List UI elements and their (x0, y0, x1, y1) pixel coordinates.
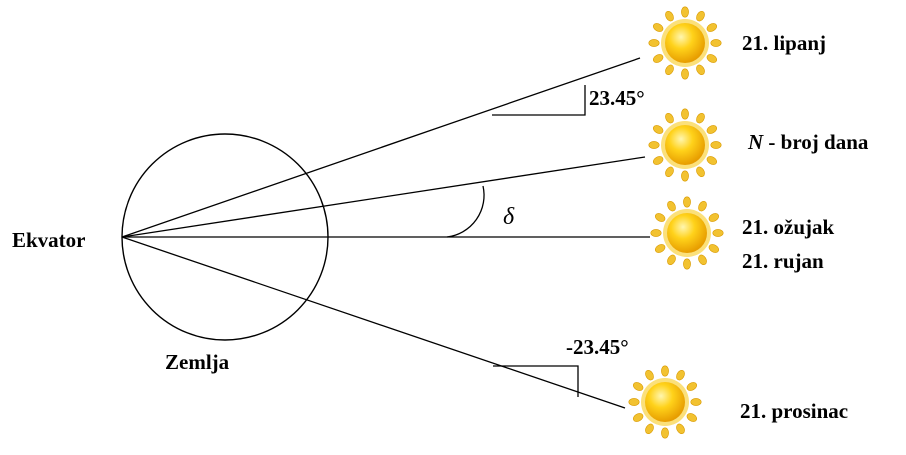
angle-triangle-neg (493, 365, 579, 397)
sun-ray (686, 382, 697, 391)
sun-ray (650, 229, 662, 237)
angle-triangle-pos (492, 85, 586, 116)
sun-ray (681, 108, 689, 120)
angle-neg-label: -23.45° (566, 335, 629, 359)
delta-arc (446, 185, 485, 238)
sun-icon (650, 196, 724, 270)
sun-ray (683, 196, 691, 208)
sun-ray (645, 370, 654, 381)
sun-ray (698, 254, 707, 265)
sun-ray (698, 201, 707, 212)
sun-ray (683, 258, 691, 270)
sun-ray (710, 141, 722, 149)
sun-ray (667, 254, 676, 265)
sun-ray (706, 125, 717, 134)
ray-n-days (121, 156, 646, 238)
march-label: 21. ožujak (742, 215, 835, 239)
day-symbol: N (748, 130, 764, 154)
sun-ray (696, 113, 705, 124)
sun-ray (655, 213, 666, 222)
sun-ray (653, 54, 664, 63)
sun-ray (653, 156, 664, 165)
sun-ray (681, 68, 689, 80)
sun-ray (690, 398, 702, 406)
sun-icon (648, 6, 722, 80)
december-label: 21. prosinac (740, 399, 849, 423)
sun-ray (633, 413, 644, 422)
sun-icon (628, 365, 702, 439)
sun-ray (706, 54, 717, 63)
sun-ray (645, 423, 654, 434)
sun-core (665, 125, 705, 165)
sun-ray (706, 23, 717, 32)
angle-pos-label: 23.45° (589, 86, 645, 110)
sun-ray (661, 365, 669, 377)
sun-ray (655, 244, 666, 253)
sun-ray (712, 229, 724, 237)
sun-ray (681, 6, 689, 18)
earth-label: Zemlja (165, 350, 230, 374)
sun-ray (665, 64, 674, 75)
n-days-label: N - broj dana (748, 132, 868, 153)
sun-core (667, 213, 707, 253)
day-text: - broj dana (763, 130, 869, 154)
sun-ray (648, 39, 660, 47)
sun-ray (665, 166, 674, 177)
sun-ray (696, 64, 705, 75)
sun-ray (708, 244, 719, 253)
september-label: 21. rujan (742, 249, 824, 273)
ray-june (121, 57, 641, 238)
ray-december (121, 236, 626, 409)
sun-ray (653, 23, 664, 32)
sun-ray (696, 166, 705, 177)
sun-ray (706, 156, 717, 165)
sun-ray (667, 201, 676, 212)
sun-core (665, 23, 705, 63)
sun-ray (661, 427, 669, 439)
sun-core (645, 382, 685, 422)
sun-ray (686, 413, 697, 422)
june-label: 21. lipanj (742, 31, 827, 55)
sun-ray (708, 213, 719, 222)
equator-label: Ekvator (12, 228, 86, 252)
delta-symbol: δ (503, 204, 515, 230)
sun-ray (653, 125, 664, 134)
sun-ray (710, 39, 722, 47)
sun-ray (628, 398, 640, 406)
sun-ray (665, 113, 674, 124)
sun-icon (648, 108, 722, 182)
sun-ray (676, 423, 685, 434)
sun-ray (696, 11, 705, 22)
sun-ray (665, 11, 674, 22)
sun-ray (633, 382, 644, 391)
sun-ray (648, 141, 660, 149)
sun-ray (676, 370, 685, 381)
sun-ray (681, 170, 689, 182)
